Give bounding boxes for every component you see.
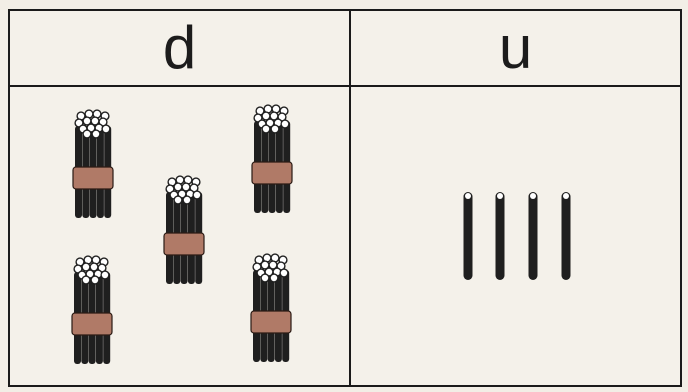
single-stick-icon (496, 192, 505, 280)
single-stick-icon (529, 192, 538, 280)
tens-bundles-group (72, 104, 292, 364)
unit-sticks-group (464, 192, 571, 280)
single-stick-icon (562, 192, 571, 280)
bundle-of-ten-sticks-icon (251, 253, 291, 362)
bundle-of-ten-sticks-icon (164, 175, 204, 284)
single-stick-icon (464, 192, 473, 280)
bundle-of-ten-sticks-icon (73, 109, 113, 218)
bundle-of-ten-sticks-icon (252, 104, 292, 213)
bundle-of-ten-sticks-icon (72, 255, 112, 364)
